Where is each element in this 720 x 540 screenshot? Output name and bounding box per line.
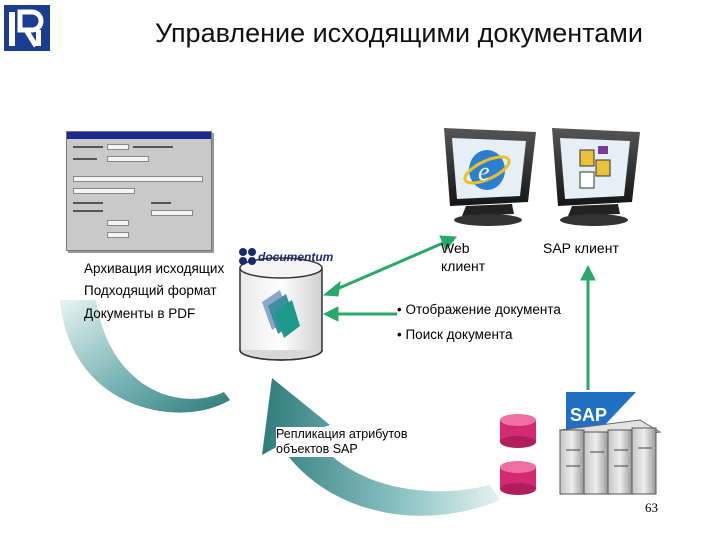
web-client-monitor-icon: e [444, 128, 536, 226]
documentum-logo-icon [239, 248, 256, 265]
suitable-format-label: Подходящий формат [84, 283, 217, 298]
bullet-search-document: • Поиск документа [397, 327, 513, 342]
cycle-arrow-bottom [262, 378, 500, 516]
sap-logo-icon [566, 392, 636, 430]
documentum-logo-text: documentum [258, 250, 334, 264]
archive-outgoing-label: Архивация исходящих [84, 261, 225, 276]
repository-web-arrow [322, 235, 457, 297]
page-title: Управление исходящими документами [155, 18, 643, 48]
replication-label: Репликация атрибутов объектов SAP [276, 427, 408, 457]
svg-text:e: e [478, 157, 490, 186]
replication-label-line1: Репликация атрибутов [276, 427, 408, 441]
sap-logo-text: SAP [570, 405, 607, 425]
replication-label-line2: объектов SAP [276, 442, 358, 456]
web-client-label-line1: Web [441, 240, 470, 256]
sap-server-icon [558, 419, 662, 495]
sap-client-label: SAP клиент [543, 240, 619, 256]
sap-database-icon [500, 414, 536, 448]
documentum-repository-icon [239, 257, 323, 361]
hse-logo-icon [4, 5, 50, 51]
bullet-display-document: • Отображение документа [397, 302, 563, 317]
sap-client-arrow [580, 264, 596, 390]
cycle-arrow-lower [60, 300, 230, 413]
application-window-thumbnail [66, 131, 212, 251]
page-number: 63 [645, 500, 658, 515]
sap-database-icon [500, 461, 536, 495]
sap-client-monitor-icon [552, 128, 640, 226]
pdf-documents-label: Документы в PDF [84, 306, 196, 321]
web-client-label-line2: клиент [441, 258, 486, 274]
